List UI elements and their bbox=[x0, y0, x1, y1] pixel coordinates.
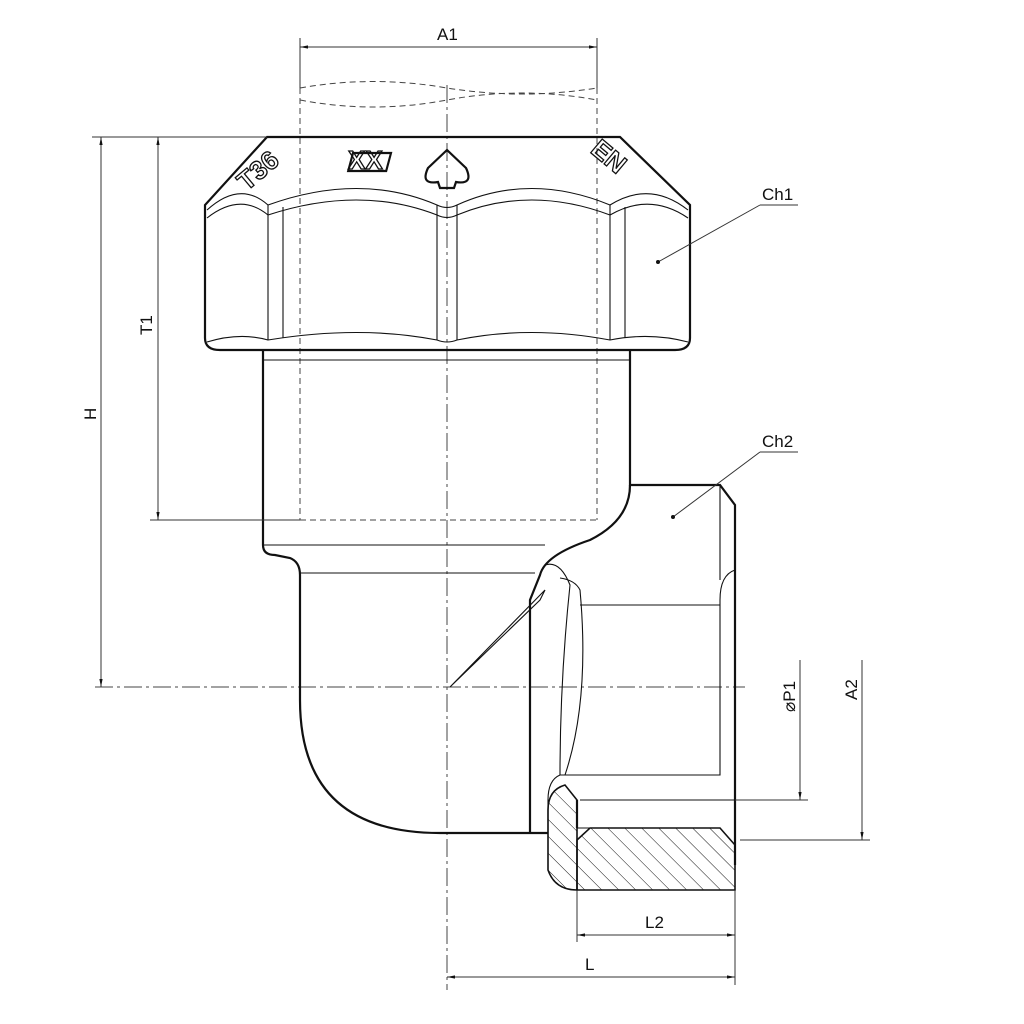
dimension-P1: ⌀P1 bbox=[735, 660, 808, 801]
nut-marking-code: XX bbox=[348, 145, 383, 175]
section-hatch-bottom bbox=[576, 827, 736, 891]
svg-text:H: H bbox=[81, 408, 100, 420]
dimension-A1: A1 bbox=[299, 25, 598, 88]
nut-marking-standard: EN bbox=[586, 133, 633, 179]
svg-text:T1: T1 bbox=[137, 315, 156, 335]
svg-text:L: L bbox=[585, 955, 594, 974]
nut-marking-size: T36 bbox=[231, 144, 285, 196]
svg-text:Ch2: Ch2 bbox=[762, 432, 793, 451]
code-marking-box bbox=[346, 151, 393, 173]
elbow-body bbox=[261, 350, 737, 865]
dimension-L2: L2 bbox=[576, 890, 736, 985]
dimension-L: L bbox=[447, 955, 735, 979]
pipe-outline-dashed bbox=[299, 81, 598, 521]
callout-Ch2: Ch2 bbox=[671, 432, 798, 519]
dimension-T1: T1 bbox=[137, 137, 300, 521]
dimension-A2: A2 bbox=[740, 660, 870, 841]
section-hatch-left bbox=[547, 784, 578, 891]
flow-arrow-icon bbox=[424, 148, 470, 190]
svg-text:⌀P1: ⌀P1 bbox=[780, 681, 799, 712]
svg-text:A1: A1 bbox=[437, 25, 458, 44]
svg-text:Ch1: Ch1 bbox=[762, 185, 793, 204]
svg-text:A2: A2 bbox=[842, 679, 861, 700]
dimension-H: H bbox=[81, 136, 267, 687]
callout-Ch1: Ch1 bbox=[656, 185, 798, 264]
svg-text:L2: L2 bbox=[645, 913, 664, 932]
